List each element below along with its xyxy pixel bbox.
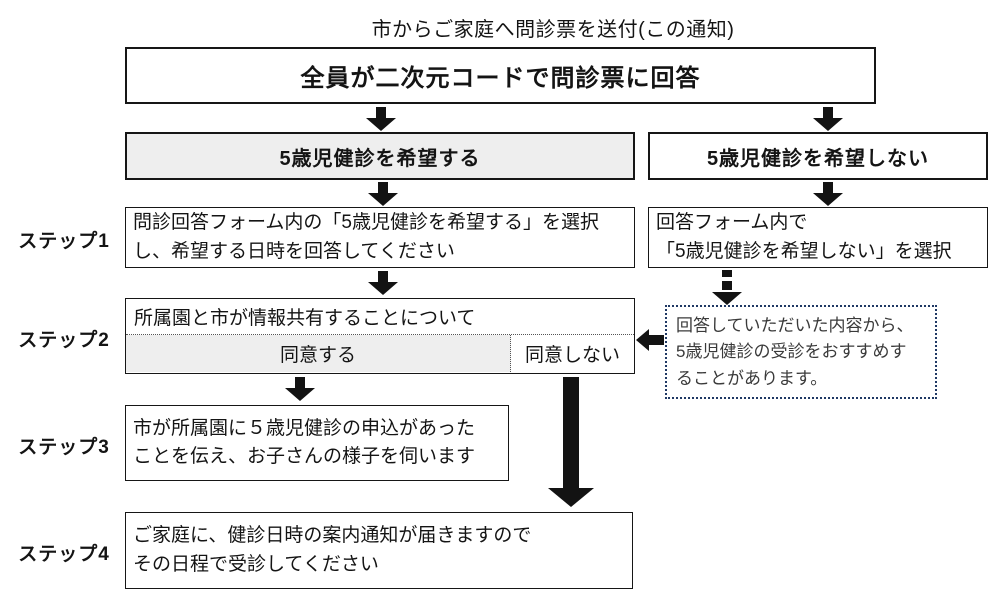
branch-nowish-text: 5歳児健診を希望しない [706, 147, 930, 170]
step2-consent-box: 所属園と市が情報共有することについて 同意する 同意しない [125, 298, 635, 374]
branch-nowish-box: 5歳児健診を希望しない [648, 132, 988, 180]
arrow-head [285, 388, 315, 401]
step4-box: ご家庭に、健診日時の案内通知が届きますので その日程で受診してください [125, 512, 633, 589]
arrow-shaft [823, 182, 833, 193]
arrow-dash-segment [722, 270, 732, 277]
arrow-shaft [649, 335, 664, 345]
step1-wish-box: 問診回答フォーム内の「5歳児健診を希望する」を選択 し、希望する日時を回答してく… [125, 207, 635, 268]
arrow-shaft [823, 107, 833, 118]
step2-consent-header: 所属園と市が情報共有することについて [126, 299, 634, 335]
main-answer-box: 全員が二次元コードで問診票に回答 [125, 47, 876, 104]
top-caption: 市からご家庭へ問診票を送付(この通知) [371, 19, 735, 41]
arrow-head [366, 118, 396, 131]
step-label-1: ステップ1 [18, 231, 110, 252]
consent-agree-cell: 同意する [126, 335, 511, 372]
step3-box: 市が所属園に５歳児健診の申込があった ことを伝え、お子さんの様子を伺います [125, 405, 509, 481]
arrow-shaft [378, 182, 388, 193]
step3-text: 市が所属園に５歳児健診の申込があった ことを伝え、お子さんの様子を伺います [133, 417, 476, 468]
step1-nowish-box: 回答フォーム内で 「5歳児健診を希望しない」を選択 [648, 207, 988, 268]
consent-disagree-cell: 同意しない [524, 345, 620, 366]
step2-consent-row: 同意する 同意しない [126, 335, 634, 372]
arrow-shaft [295, 377, 305, 388]
arrow-head [548, 488, 594, 507]
main-answer-text: 全員が二次元コードで問診票に回答 [300, 65, 701, 92]
step1-nowish-text: 回答フォーム内で 「5歳児健診を希望しない」を選択 [656, 212, 952, 262]
step-label-3: ステップ3 [18, 437, 110, 458]
branch-wish-box: 5歳児健診を希望する [125, 132, 635, 180]
step4-text: ご家庭に、健診日時の案内通知が届きますので その日程で受診してください [133, 525, 532, 575]
arrow-head [368, 282, 398, 295]
recommend-note-box: 回答していただいた内容から、 5歳児健診の受診をおすすめす ることがあります。 [665, 305, 937, 399]
step1-wish-text: 問診回答フォーム内の「5歳児健診を希望する」を選択 し、希望する日時を回答してく… [133, 212, 599, 262]
arrow-head [813, 118, 843, 131]
arrow-head [368, 193, 398, 206]
arrow-head [636, 329, 649, 351]
branch-wish-text: 5歳児健診を希望する [279, 147, 481, 170]
step-label-2: ステップ2 [18, 330, 110, 351]
arrow-head [813, 193, 843, 206]
arrow-shaft [378, 271, 388, 282]
arrow-head [712, 292, 742, 305]
arrow-shaft [563, 377, 579, 488]
step-label-4: ステップ4 [18, 544, 110, 565]
arrow-dash-segment [722, 281, 732, 290]
arrow-shaft [376, 107, 386, 118]
